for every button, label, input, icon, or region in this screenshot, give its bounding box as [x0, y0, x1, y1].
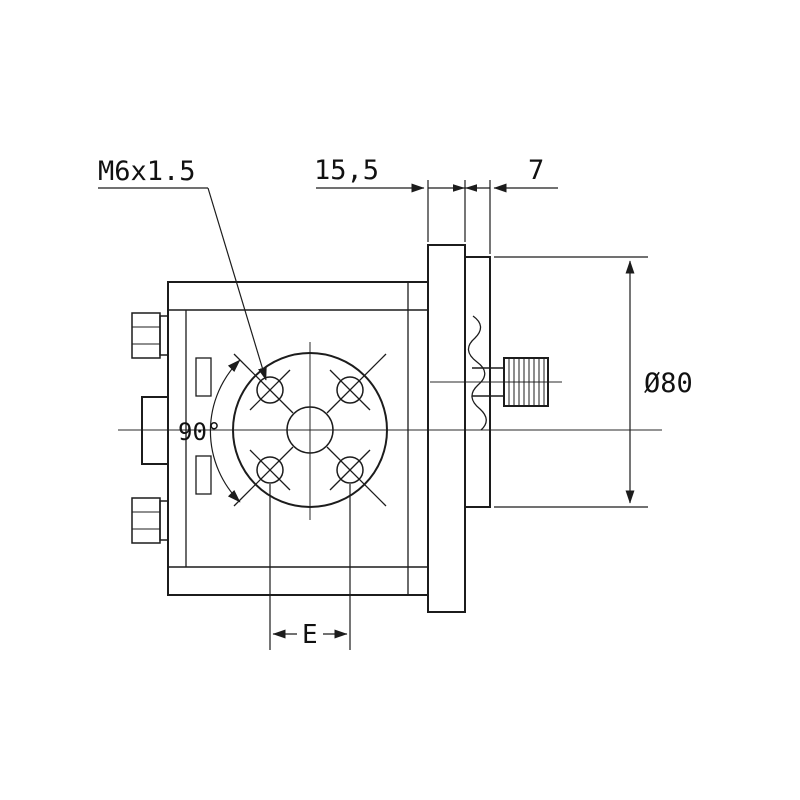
dimension-pilot-depth	[489, 180, 558, 254]
pump-body	[141, 281, 429, 596]
bolt-hole-top-left	[256, 376, 284, 404]
centerlines	[118, 342, 662, 520]
spline-teeth-hatching	[508, 358, 545, 406]
bolt-hole-bottom-right	[336, 456, 364, 484]
dimension-bolt-spacing	[269, 484, 351, 650]
port-plug-top	[195, 357, 212, 397]
port-plug-bottom	[195, 455, 212, 495]
center-bore	[286, 406, 334, 454]
hex-bolt-top	[131, 312, 169, 359]
bolt-washer	[159, 315, 169, 356]
bolt-head	[131, 497, 161, 544]
thread-callout-label: M6x1.5	[98, 156, 196, 187]
thread-callout-leader	[98, 187, 267, 381]
pilot-depth-label: 7	[528, 155, 544, 186]
bolt-hole-cross-marks	[233, 353, 387, 507]
bolt-hole-top-right	[336, 376, 364, 404]
dimension-flange-thickness	[316, 180, 490, 242]
bolt-hole-bottom-left	[256, 456, 284, 484]
leader-line	[207, 187, 267, 381]
bolt-angle-label: 90°	[178, 418, 221, 446]
dimension-bolt-angle	[209, 359, 241, 503]
arrowhead	[453, 184, 465, 192]
flange-thickness-label: 15,5	[314, 155, 379, 186]
bolt-head	[131, 312, 161, 359]
hex-bolt-bottom	[131, 497, 169, 544]
splined-shaft	[472, 357, 549, 407]
spline-block	[503, 357, 549, 407]
left-boss	[141, 396, 169, 465]
dimension-pilot-diameter	[494, 256, 648, 508]
bolt-spacing-label: E	[302, 620, 318, 650]
local-section-break-line	[467, 315, 487, 431]
arrowhead	[465, 184, 477, 192]
pilot-diameter-label: Ø80	[644, 368, 693, 399]
flange-plate	[427, 244, 466, 613]
rear-pilot-cylinder	[464, 256, 491, 508]
angle-arc	[209, 359, 241, 503]
mounting-flange	[427, 244, 491, 613]
bolt-washer	[159, 500, 169, 541]
